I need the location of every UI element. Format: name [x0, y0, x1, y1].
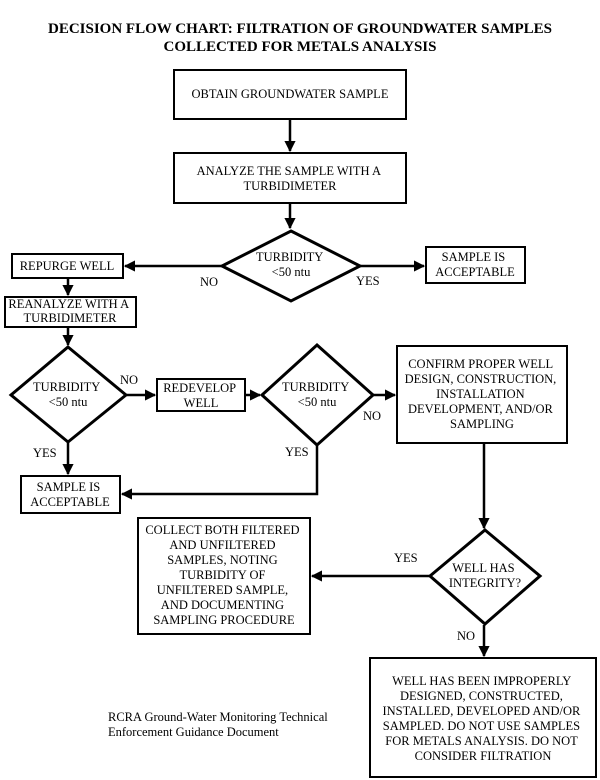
- improper-text-line: SAMPLED. DO NOT USE SAMPLES: [383, 719, 580, 733]
- confirm-proper-well-box: CONFIRM PROPER WELL DESIGN, CONSTRUCTION…: [396, 345, 568, 444]
- repurge-text: REPURGE WELL: [20, 259, 115, 273]
- reanalyze-box: REANALYZE WITH A TURBIDIMETER: [4, 296, 137, 328]
- sample-acceptable-box-2: SAMPLE IS ACCEPTABLE: [20, 475, 121, 514]
- reanalyze-text-line: TURBIDIMETER: [23, 311, 117, 325]
- obtain-text: OBTAIN GROUNDWATER SAMPLE: [192, 87, 389, 101]
- redevelop-text-line: REDEVELOP: [163, 381, 236, 395]
- well-improper-box: WELL HAS BEEN IMPROPERLY DESIGNED, CONST…: [369, 657, 597, 778]
- svg-text:REPURGE WELL: REPURGE WELL: [20, 259, 115, 273]
- svg-text:WELL HAS INTEGRITY?: WELL HAS INTEGRITY?: [449, 561, 522, 590]
- collect-text-line: SAMPLES, NOTING: [167, 553, 277, 567]
- svg-text:TURBIDITY <50 ntu: TURBIDITY <50 ntu: [256, 250, 326, 279]
- svg-text:CONFIRM PROPER WELL DESI: CONFIRM PROPER WELL DESIGN, CONSTRUCTION…: [405, 357, 560, 431]
- confirm-text-line: DESIGN, CONSTRUCTION,: [405, 372, 557, 386]
- svg-text:TURBIDITY <50 ntu: TURBIDITY <50 ntu: [33, 380, 103, 409]
- arrow-turbidity3-yes: [120, 445, 319, 500]
- collect-text-line: TURBIDITY OF: [179, 568, 265, 582]
- connectors: [62, 119, 490, 658]
- repurge-well-box: REPURGE WELL: [11, 253, 124, 279]
- turbidity1-text-line: <50 ntu: [272, 265, 311, 279]
- sample-acceptable-box-1: SAMPLE IS ACCEPTABLE: [425, 246, 526, 284]
- svg-text:OBTAIN GROUNDWATER SAMPLE: OBTAIN GROUNDWATER SAMPLE: [192, 87, 389, 101]
- svg-text:SAMPLE IS ACCEPTABLE: SAMPLE IS ACCEPTABLE: [435, 250, 515, 279]
- turbidity3-no-label: NO: [363, 409, 381, 423]
- obtain-sample-box: OBTAIN GROUNDWATER SAMPLE: [173, 69, 407, 120]
- acceptable2-text-line: SAMPLE IS: [37, 480, 101, 494]
- svg-text:REANALYZE WITH A TURBIDI: REANALYZE WITH A TURBIDIMETER: [8, 297, 131, 325]
- source-caption-line-1: RCRA Ground-Water Monitoring Technical: [108, 710, 328, 724]
- turbidity1-text-line: TURBIDITY: [256, 250, 323, 264]
- svg-text:TURBIDITY <50 ntu: TURBIDITY <50 ntu: [282, 380, 352, 409]
- chart-title-line-2: COLLECTED FOR METALS ANALYSIS: [164, 39, 437, 55]
- turbidity-decision-3: TURBIDITY <50 ntu: [259, 342, 376, 448]
- collect-text-line: AND UNFILTERED: [169, 538, 275, 552]
- source-caption-line-2: Enforcement Guidance Document: [108, 725, 279, 739]
- turbidity3-text-line: TURBIDITY: [282, 380, 349, 394]
- turbidity-decision-1: TURBIDITY <50 ntu: [218, 229, 364, 303]
- analyze-text-line: TURBIDIMETER: [243, 179, 337, 193]
- confirm-text-line: SAMPLING: [450, 417, 514, 431]
- svg-text:COLLECT BOTH FILTERED AN: COLLECT BOTH FILTERED AND UNFILTERED SAM…: [145, 523, 302, 627]
- svg-text:SAMPLE IS ACCEPTABLE: SAMPLE IS ACCEPTABLE: [30, 480, 110, 509]
- improper-text-line: WELL HAS BEEN IMPROPERLY: [392, 674, 571, 688]
- improper-text-line: CONSIDER FILTRATION: [415, 749, 552, 763]
- redevelop-well-box: REDEVELOP WELL: [156, 378, 246, 412]
- well-integrity-decision: WELL HAS INTEGRITY?: [427, 528, 543, 626]
- turbidity1-no-label: NO: [200, 275, 218, 289]
- integrity-text-line: INTEGRITY?: [449, 576, 522, 590]
- collect-text-line: COLLECT BOTH FILTERED: [145, 523, 299, 537]
- turbidity3-text-line: <50 ntu: [298, 395, 337, 409]
- collect-text-line: AND DOCUMENTING: [161, 598, 284, 612]
- analyze-text-line: ANALYZE THE SAMPLE WITH A: [197, 164, 381, 178]
- turbidity-decision-2: TURBIDITY <50 ntu: [8, 345, 129, 444]
- acceptable2-text-line: ACCEPTABLE: [30, 495, 110, 509]
- analyze-sample-box: ANALYZE THE SAMPLE WITH A TURBIDIMETER: [173, 152, 407, 204]
- turbidity2-no-label: NO: [120, 373, 138, 387]
- improper-text-line: DESIGNED, CONSTRUCTED,: [400, 689, 563, 703]
- improper-text-line: INSTALLED, DEVELOPED AND/OR: [382, 704, 581, 718]
- turbidity2-text-line: <50 ntu: [49, 395, 88, 409]
- svg-text:ANALYZE THE SAMPLE WITH A: ANALYZE THE SAMPLE WITH A TURBIDIMETER: [197, 164, 384, 193]
- reanalyze-text-line: REANALYZE WITH A: [8, 297, 129, 311]
- turbidity2-text-line: TURBIDITY: [33, 380, 100, 394]
- svg-text:WELL HAS BEEN IMPROPERLY: WELL HAS BEEN IMPROPERLY DESIGNED, CONST…: [382, 674, 583, 763]
- collect-text-line: UNFILTERED SAMPLE,: [157, 583, 289, 597]
- turbidity1-yes-label: YES: [356, 274, 380, 288]
- integrity-yes-label: YES: [394, 551, 418, 565]
- confirm-text-line: DEVELOPMENT, AND/OR: [408, 402, 554, 416]
- chart-title-line-1: DECISION FLOW CHART: FILTRATION OF GROUN…: [48, 21, 552, 37]
- turbidity2-yes-label: YES: [33, 446, 57, 460]
- turbidity3-yes-label: YES: [285, 445, 309, 459]
- integrity-no-label: NO: [457, 629, 475, 643]
- svg-text:REDEVELOP WELL: REDEVELOP WELL: [163, 381, 239, 410]
- confirm-text-line: INSTALLATION: [436, 387, 525, 401]
- redevelop-text-line: WELL: [184, 396, 219, 410]
- acceptable1-text-line: ACCEPTABLE: [435, 265, 515, 279]
- acceptable1-text-line: SAMPLE IS: [442, 250, 506, 264]
- collect-text-line: SAMPLING PROCEDURE: [153, 613, 295, 627]
- collect-samples-box: COLLECT BOTH FILTERED AND UNFILTERED SAM…: [137, 517, 311, 635]
- improper-text-line: FOR METALS ANALYSIS. DO NOT: [385, 734, 578, 748]
- confirm-text-line: CONFIRM PROPER WELL: [408, 357, 552, 371]
- integrity-text-line: WELL HAS: [452, 561, 514, 575]
